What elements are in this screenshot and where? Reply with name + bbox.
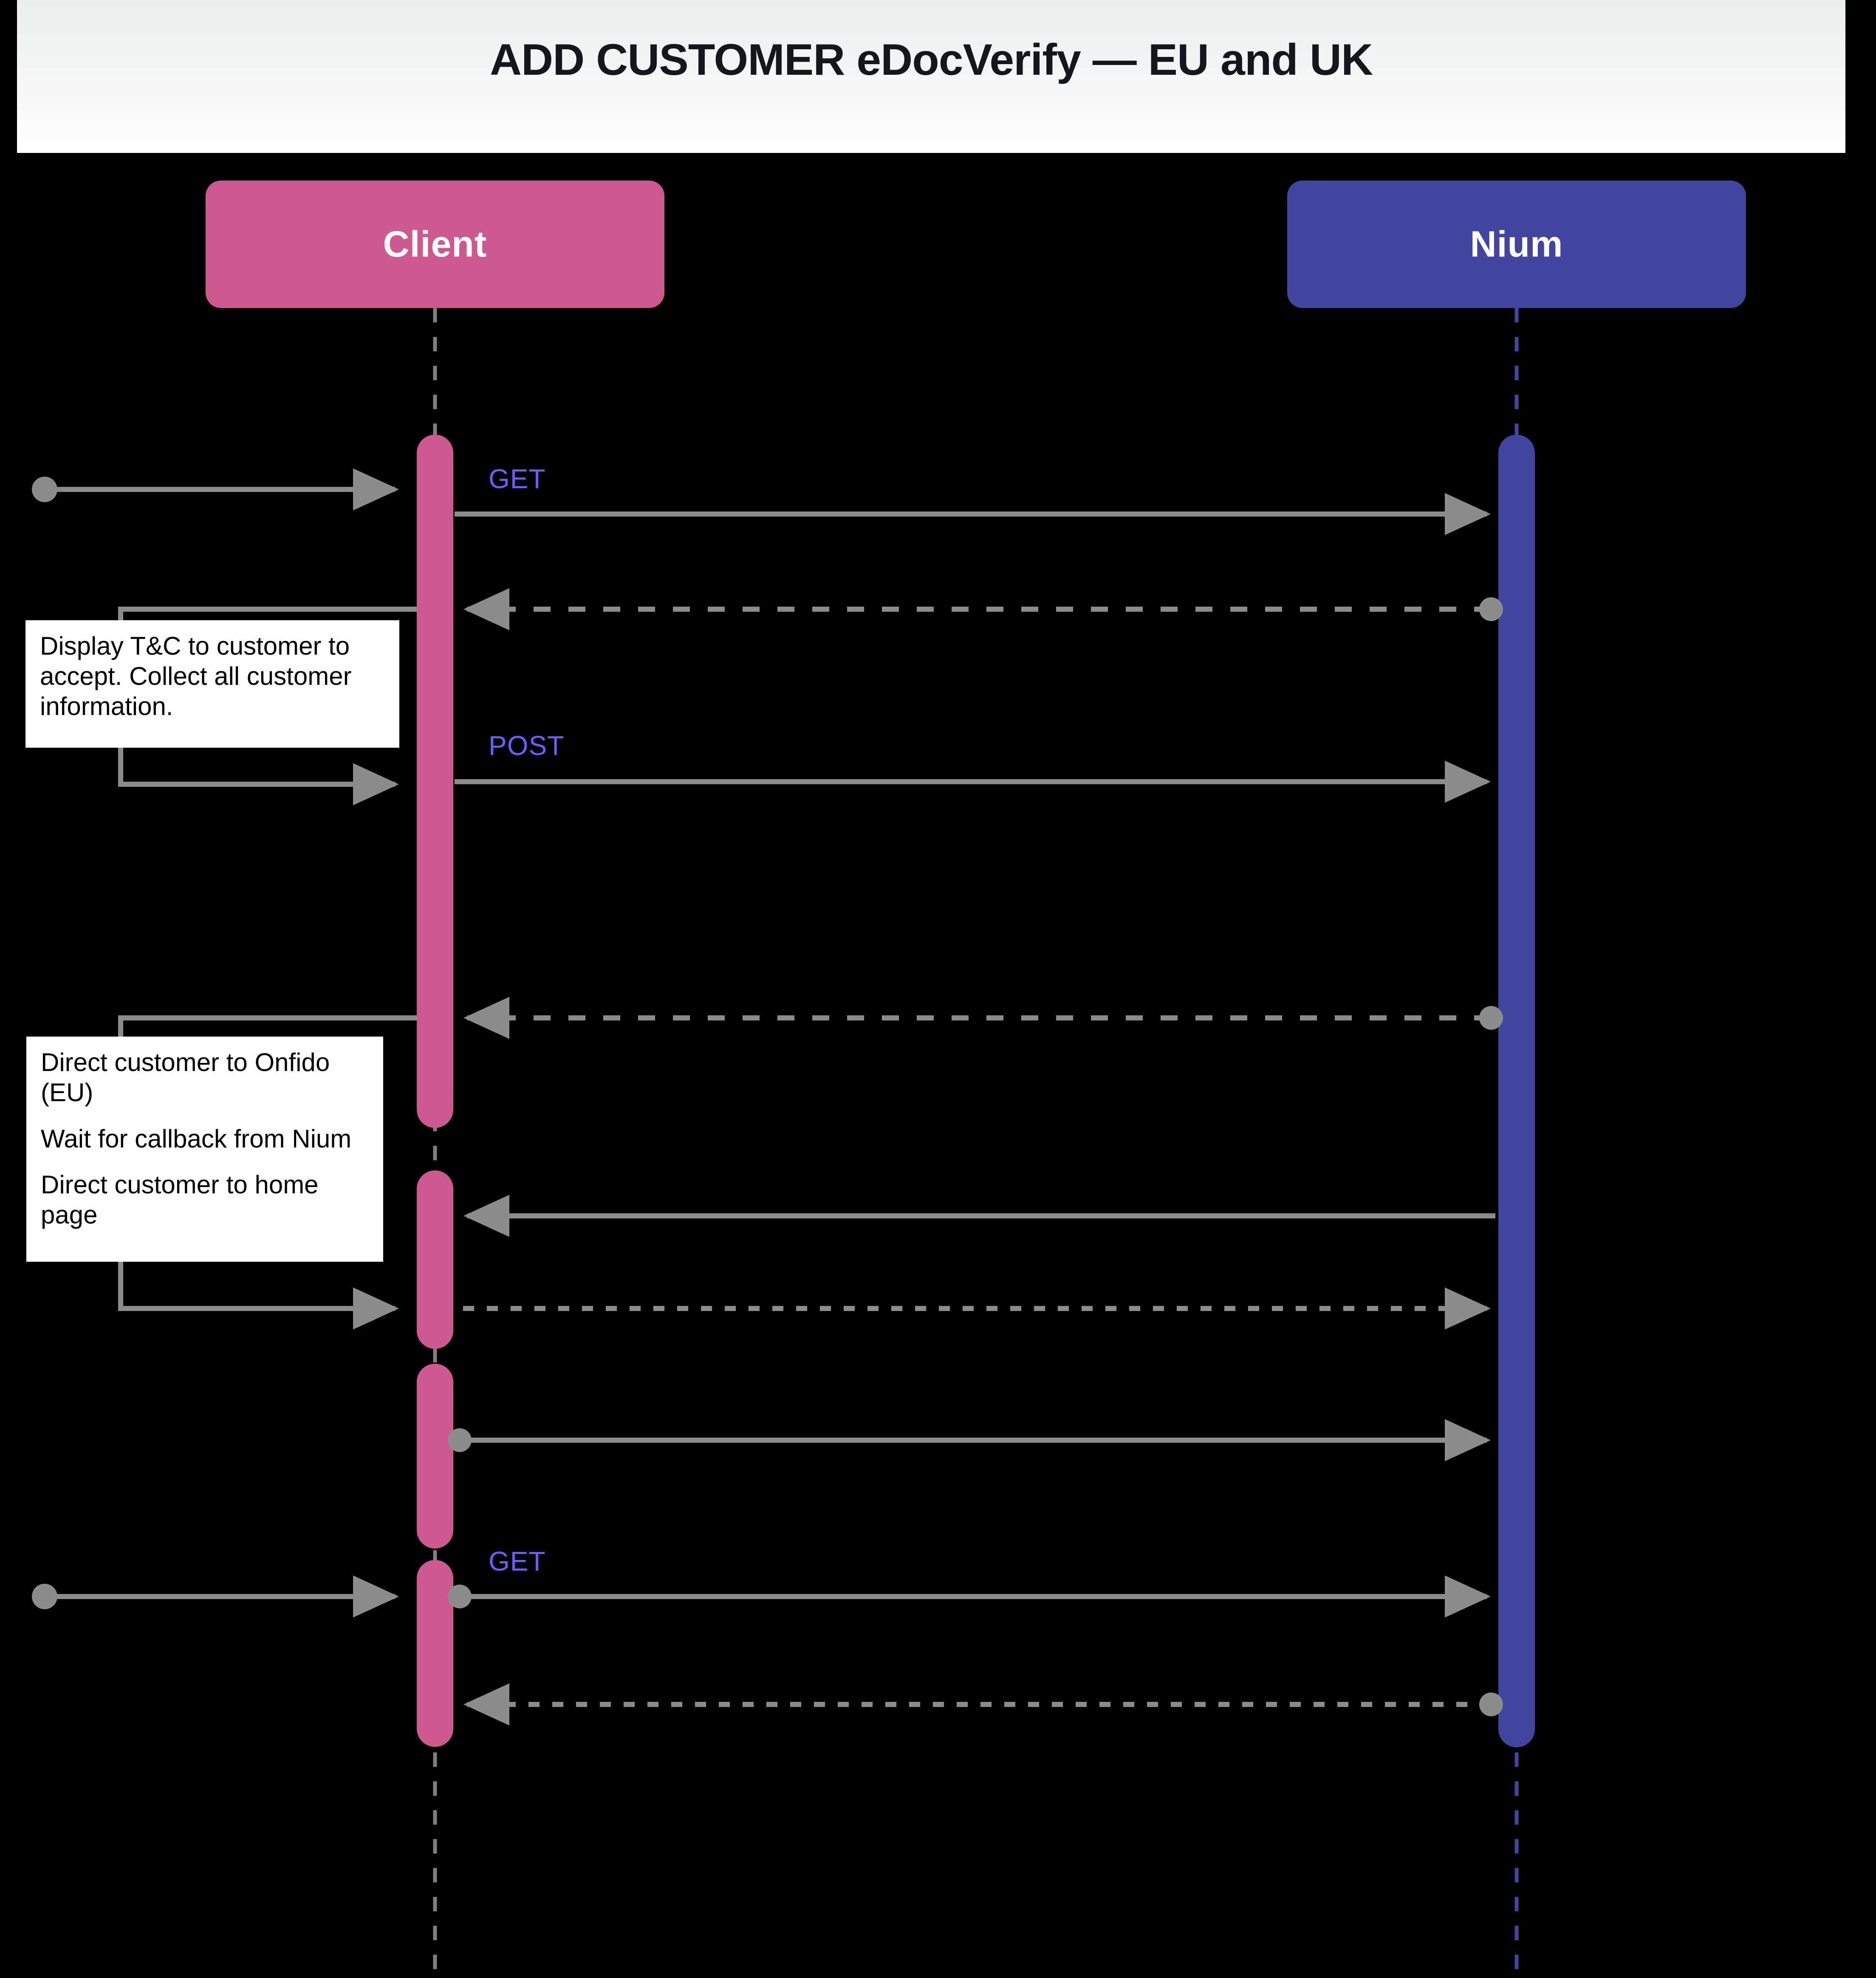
participant-client-label: Client (383, 223, 487, 265)
page-title: ADD CUSTOMER eDocVerify — EU and UK (489, 35, 1373, 85)
note-paragraph: Display T&C to customer to accept. Colle… (40, 632, 352, 721)
message-nium-to-client-return-3 (463, 1683, 1503, 1726)
method-label-get-1: GET (489, 463, 546, 494)
note-paragraph: Direct customer to home page (41, 1170, 319, 1229)
activation-bar-nium-1 (1498, 435, 1535, 1747)
message-nium-to-client-return-2 (463, 997, 1503, 1039)
activation-bar-client-1 (417, 435, 453, 1128)
participant-client[interactable]: Client (206, 181, 664, 308)
note-paragraph: Direct customer to Onfido (EU) (41, 1048, 330, 1107)
method-label-post-1: POST (489, 730, 565, 761)
message-client-to-nium-solid-2 (448, 1419, 1491, 1461)
activation-bar-client-4 (417, 1560, 453, 1747)
participant-nium[interactable]: Nium (1287, 181, 1746, 308)
message-client-to-nium-get-2 (448, 1575, 1491, 1618)
participant-nium-label: Nium (1470, 223, 1563, 265)
message-external-to-client-1 (32, 468, 399, 511)
activation-bar-client-2 (417, 1170, 453, 1349)
note-display-tc: Display T&C to customer to accept. Colle… (25, 620, 399, 748)
note-onfido-flow: Direct customer to Onfido (EU) Wait for … (26, 1037, 383, 1262)
message-nium-to-client-return-1 (463, 588, 1503, 630)
method-label-get-2: GET (489, 1546, 546, 1577)
note-paragraph: Wait for callback from Nium (41, 1124, 352, 1153)
activation-bar-client-3 (417, 1364, 453, 1548)
title-banner: ADD CUSTOMER eDocVerify — EU and UK (17, 0, 1845, 153)
message-external-to-client-2 (32, 1575, 399, 1618)
